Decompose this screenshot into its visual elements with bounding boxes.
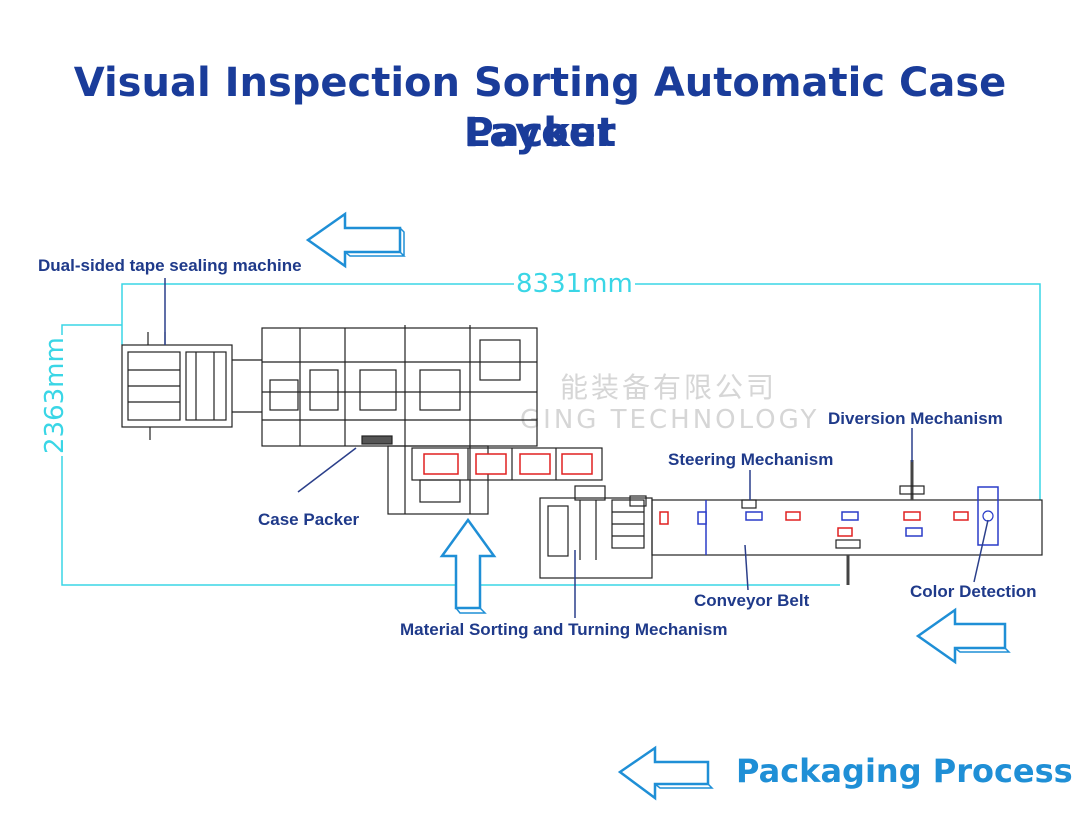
case-packer: [261, 325, 538, 447]
packaging-process-label: Packaging Process: [736, 752, 1073, 790]
case-infeed-conveyor: [411, 447, 603, 481]
dimension-lines: [61, 283, 1041, 586]
page-title-line2: Layout: [463, 110, 617, 156]
tape-sealing-machine: [121, 332, 262, 440]
width-dimension: 2363mm: [40, 335, 70, 456]
flow-arrow-right-bottom: [915, 607, 1011, 665]
flow-arrow-up: [439, 517, 497, 614]
products-blue: [697, 511, 923, 537]
leader-lines: [164, 278, 989, 618]
case-packer-label: Case Packer: [258, 510, 360, 529]
conveyor-belt: [651, 460, 1043, 585]
sorting-turning-mechanism: [539, 485, 653, 579]
flow-arrow-top: [305, 211, 406, 269]
color-detection-label: Color Detection: [910, 582, 1037, 601]
page-title: Visual Inspection Sorting Automatic Case…: [73, 60, 1007, 156]
footer-arrow: [617, 745, 714, 801]
conveyor-label: Conveyor Belt: [694, 591, 810, 610]
watermark-en: GING TECHNOLOGY: [520, 405, 820, 435]
products-red: [659, 511, 969, 537]
length-dimension: 8331mm: [514, 269, 635, 299]
watermark-cn: 能装备有限公司: [560, 371, 778, 404]
red-cases: [423, 453, 593, 475]
diversion-label: Diversion Mechanism: [828, 409, 1003, 428]
tape-sealer-label: Dual-sided tape sealing machine: [38, 256, 302, 275]
steering-label: Steering Mechanism: [668, 450, 834, 469]
sorting-turning-label: Material Sorting and Turning Mechanism: [400, 620, 728, 639]
